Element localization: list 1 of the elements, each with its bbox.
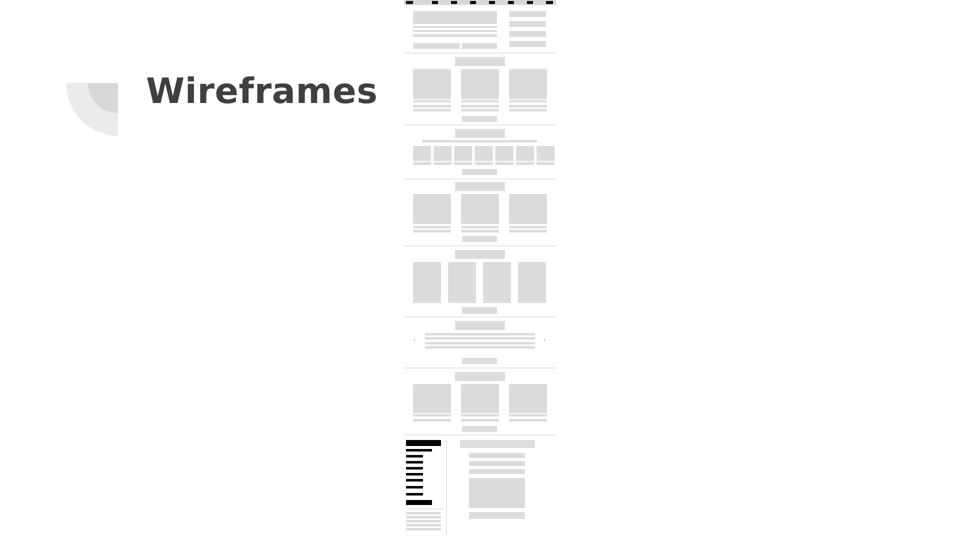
title: Wireframes <box>146 72 378 112</box>
